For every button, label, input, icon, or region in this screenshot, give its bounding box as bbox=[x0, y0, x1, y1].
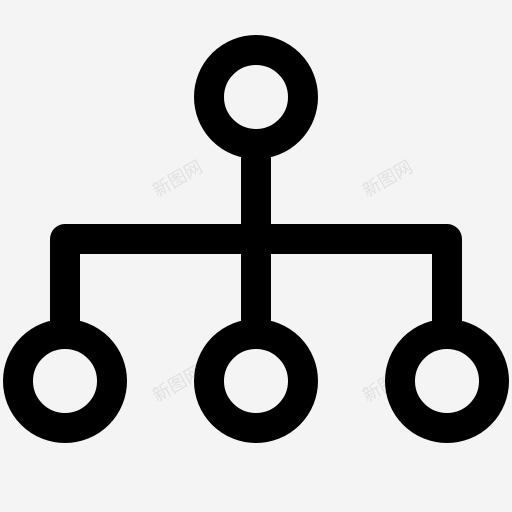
branch-connector bbox=[50, 224, 462, 340]
child-node-center-circle bbox=[194, 319, 318, 443]
child-node-right-circle bbox=[385, 319, 509, 443]
child-node-left-circle bbox=[3, 319, 127, 443]
